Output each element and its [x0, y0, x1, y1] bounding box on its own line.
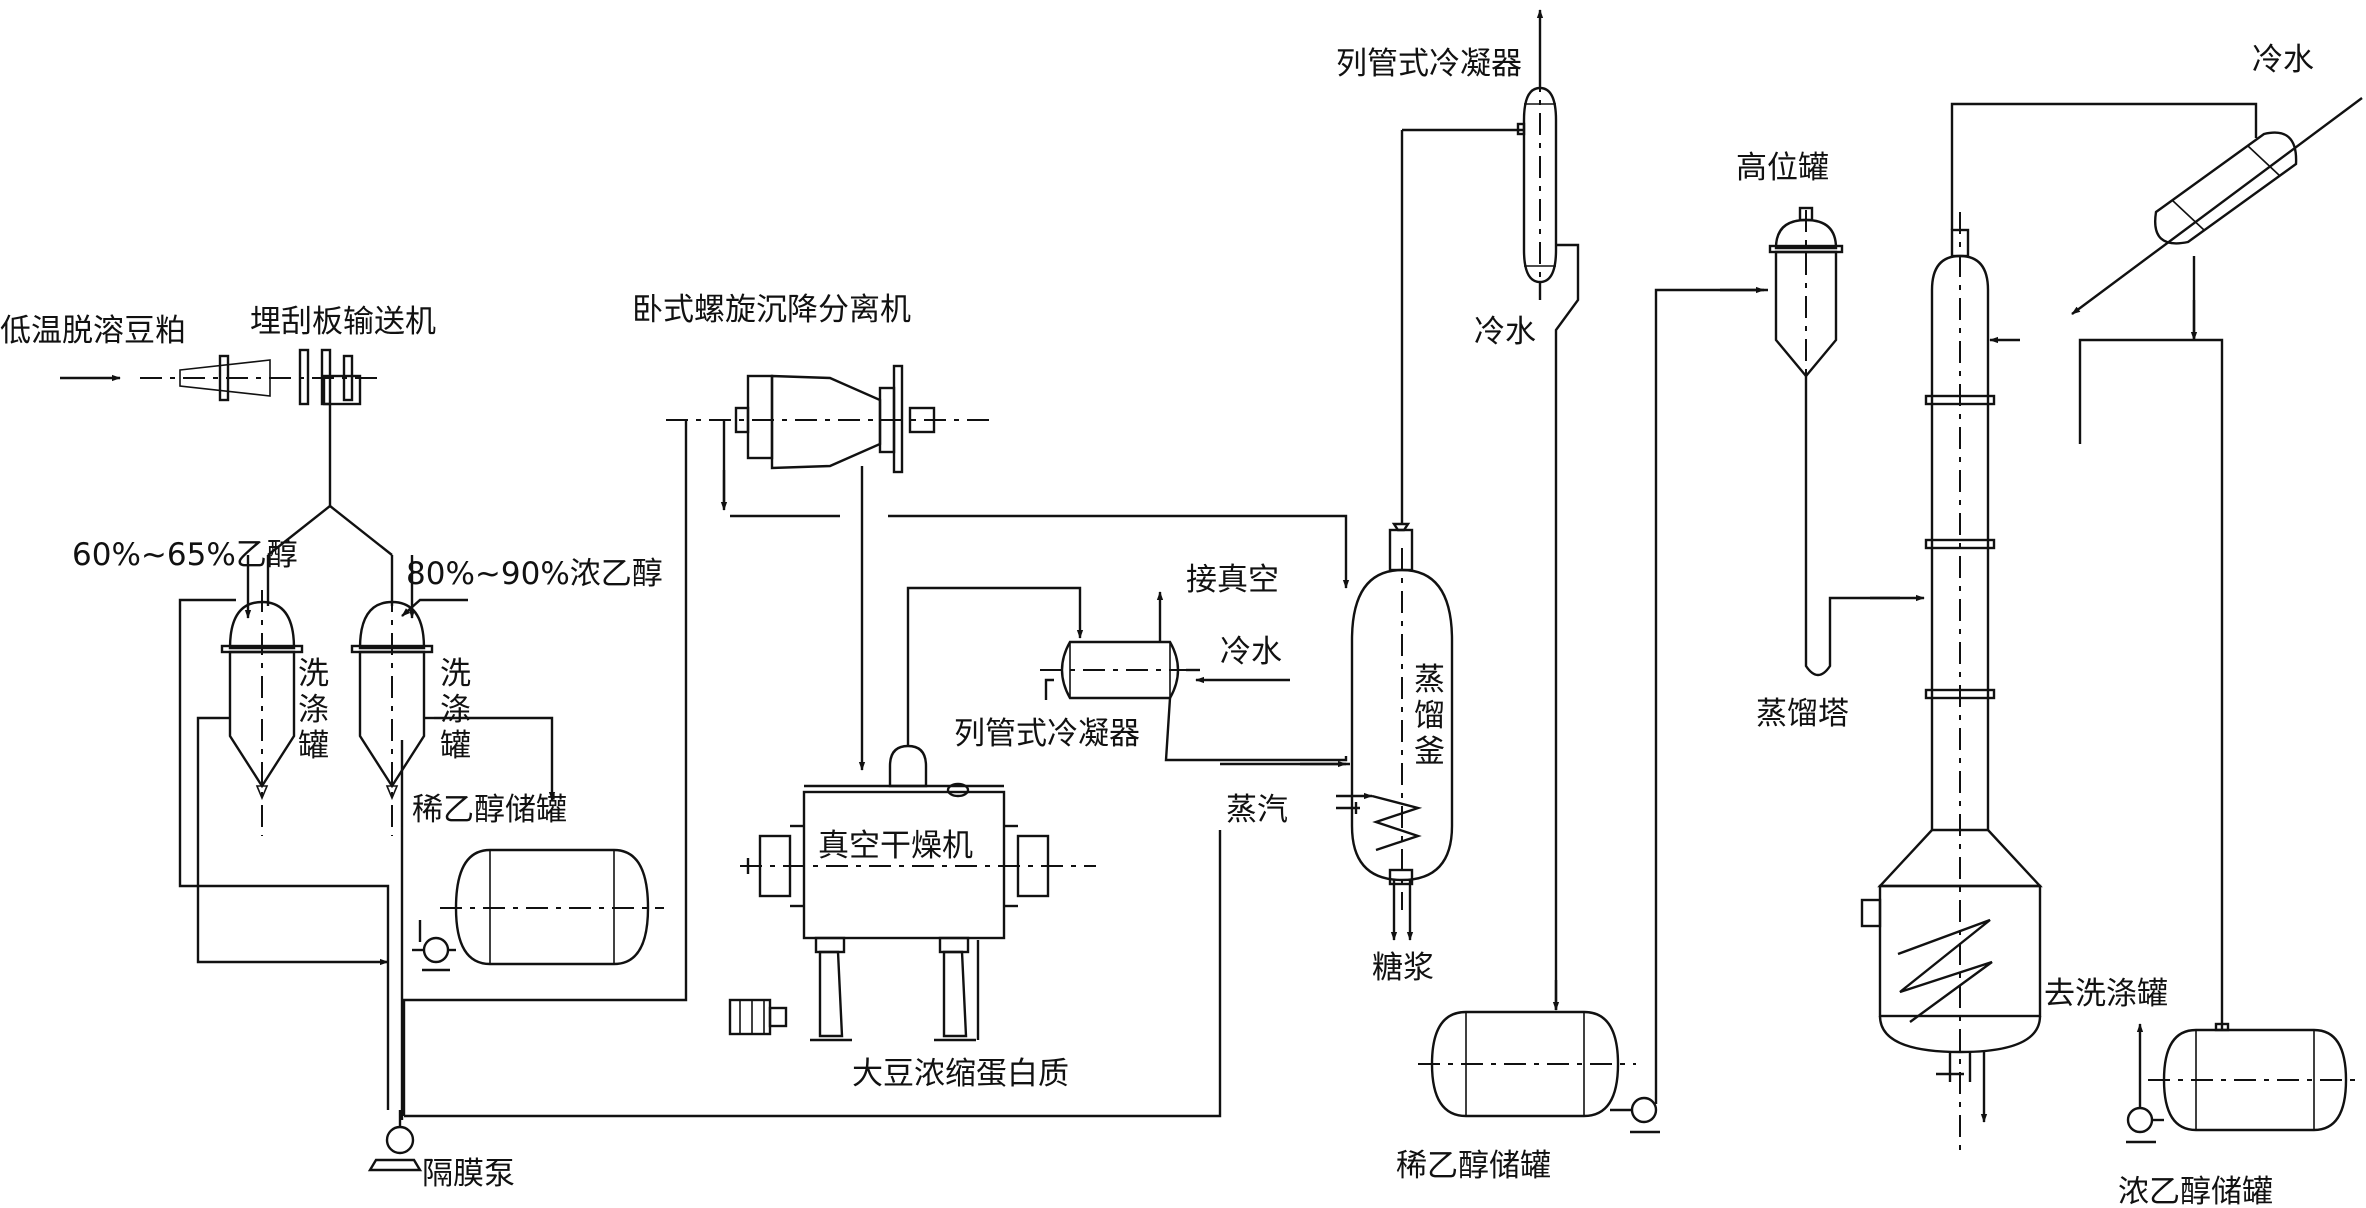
label-vacuum-dryer: 真空干燥机: [818, 828, 973, 864]
label-conc-tank: 浓乙醇储罐: [2118, 1174, 2273, 1208]
label-dilute-tank-right: 稀乙醇储罐: [1396, 1148, 1551, 1184]
diaphragm-pump: [367, 1110, 423, 1172]
labels: 低温脱溶豆粕 埋刮板输送机 60%~65%乙醇 80%~90%浓乙醇 卧式螺旋沉…: [0, 42, 2314, 1208]
vacuum-dryer: [728, 732, 1096, 1042]
label-dilute-tank-left: 稀乙醇储罐: [412, 792, 567, 828]
label-product: 大豆浓缩蛋白质: [852, 1056, 1069, 1092]
dilute-ethanol-tank-left: [412, 848, 664, 972]
label-soybean-meal: 低温脱溶豆粕: [0, 313, 186, 349]
condenser-top: [1516, 9, 1580, 1011]
label-scraper-conveyor: 埋刮板输送机: [250, 304, 436, 340]
head-tank: [1768, 206, 1925, 677]
label-cold-water-top: 冷水: [1474, 314, 1536, 350]
label-wash-tank-2: 洗涤罐: [440, 656, 471, 764]
horizontal-decanter: [666, 364, 992, 771]
dilute-ethanol-tank-right: [1418, 286, 1768, 1134]
label-cold-water-mid: 冷水: [1220, 634, 1282, 670]
label-decanter: 卧式螺旋沉降分离机: [632, 292, 911, 328]
label-condenser-top: 列管式冷凝器: [1336, 46, 1522, 82]
ethanol-feed-pipes: [178, 555, 556, 1120]
label-wash-tank-1: 洗涤罐: [298, 656, 329, 764]
label-ethanol-high: 80%~90%浓乙醇: [406, 556, 663, 592]
decanter-pipes: [402, 420, 1350, 1118]
label-steam: 蒸汽: [1226, 792, 1288, 828]
label-vacuum: 接真空: [1186, 562, 1279, 598]
label-to-wash: 去洗涤罐: [2044, 976, 2168, 1012]
label-ethanol-low: 60%~65%乙醇: [72, 537, 298, 573]
distillation-still: [1336, 128, 1524, 941]
label-syrup: 糖浆: [1372, 950, 1434, 986]
distillation-column: [1860, 212, 2043, 1150]
label-still: 蒸馏釜: [1414, 662, 1445, 770]
concentrated-ethanol-tank: [2126, 1022, 2362, 1144]
label-column: 蒸馏塔: [1756, 696, 1849, 732]
label-head-tank: 高位罐: [1736, 150, 1829, 186]
wash-tank-2: [350, 590, 434, 836]
label-diaphragm-pump: 隔膜泵: [422, 1156, 515, 1192]
condenser-mid: [906, 586, 1350, 768]
label-cold-water-right: 冷水: [2252, 42, 2314, 78]
wash-tank-1: [220, 590, 304, 836]
inclined-condenser: [1950, 97, 2363, 1030]
label-condenser-mid: 列管式冷凝器: [954, 716, 1140, 752]
